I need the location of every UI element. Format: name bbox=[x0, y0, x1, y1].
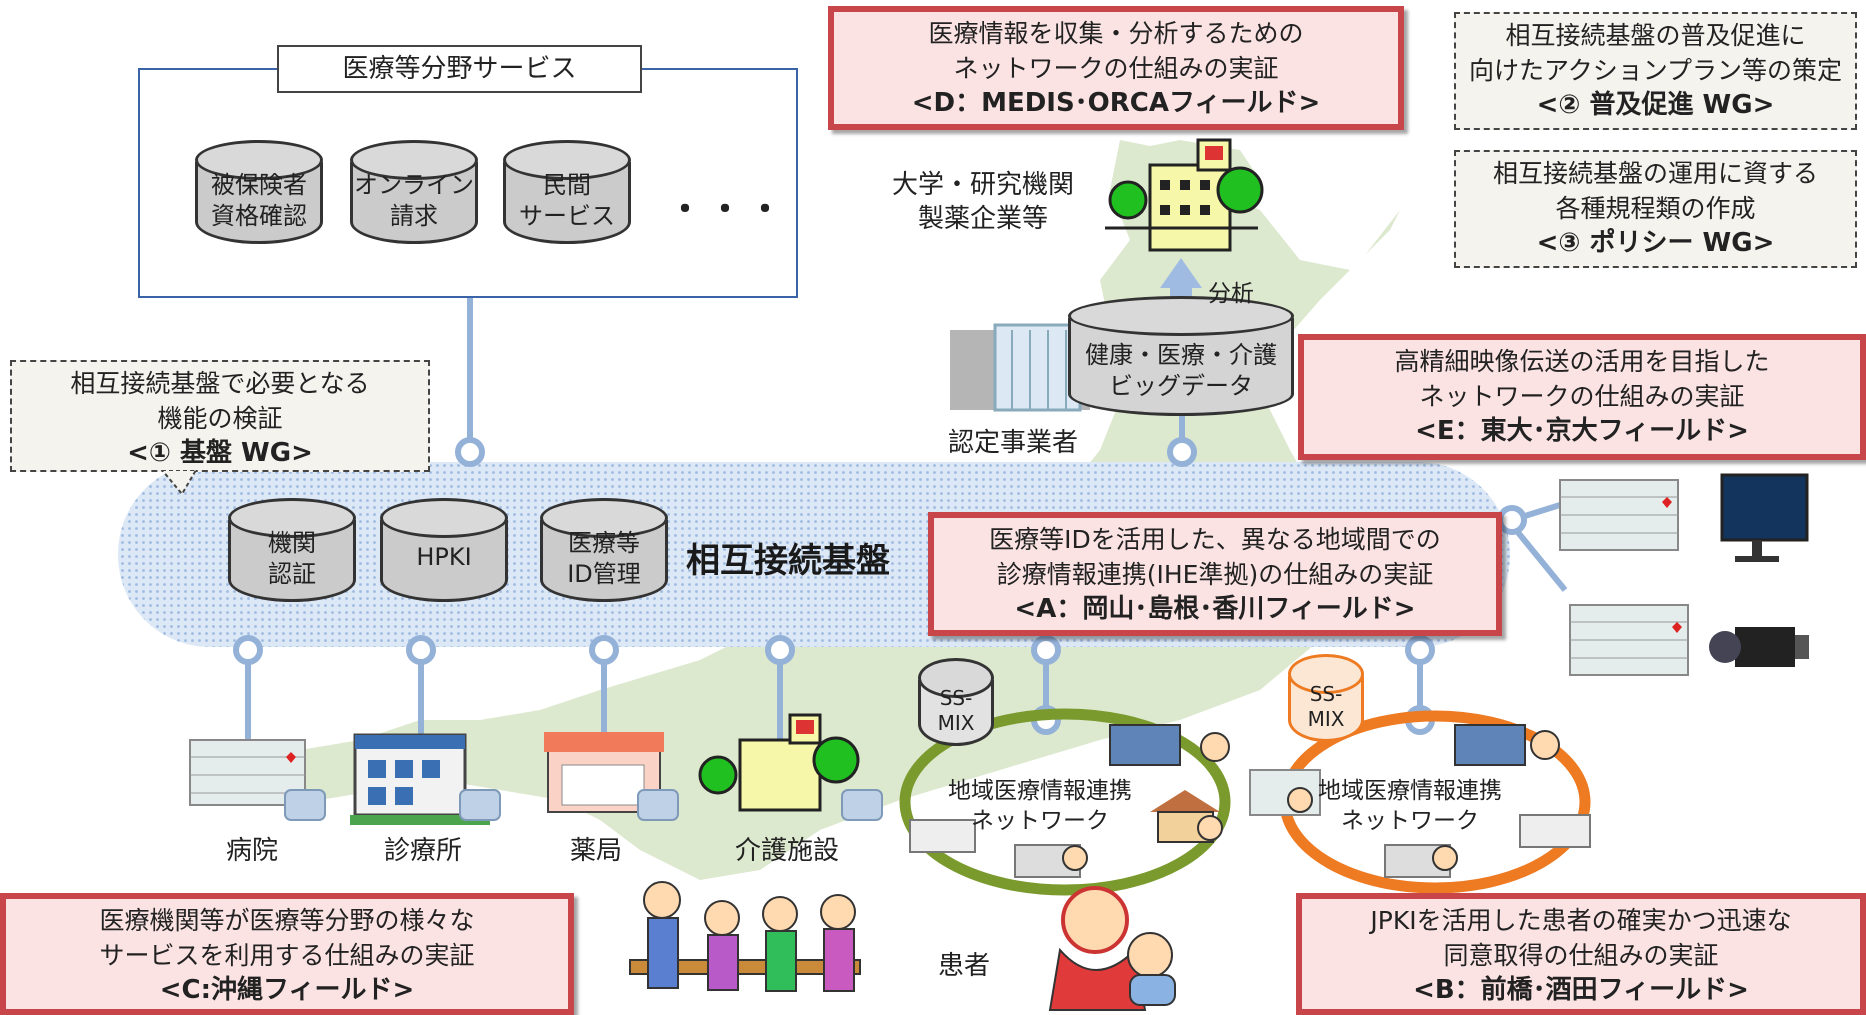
clinic-label: 診療所 bbox=[384, 836, 463, 866]
wg3-line1: 相互接続基盤の運用に資する bbox=[1492, 159, 1818, 188]
platform-db-org-auth: 機関 認証 bbox=[228, 498, 356, 602]
field-e-box: 高精細映像伝送の活用を目指した ネットワークの仕組みの実証 <E：東大･京大フィ… bbox=[1298, 334, 1866, 460]
field-b-tag: <B：前橋･酒田フィールド> bbox=[1413, 975, 1749, 1005]
wg2-box: 相互接続基盤の普及促進に 向けたアクションプラン等の策定 <② 普及促進 WG> bbox=[1454, 12, 1857, 130]
regional-right-line2: ネットワーク bbox=[1341, 808, 1479, 834]
pharmacy-icon bbox=[544, 732, 679, 821]
ssmix-right-line1: SS- bbox=[1309, 682, 1343, 706]
field-c-line1: 医療機関等が医療等分野の様々な bbox=[99, 906, 475, 935]
wg3-line2: 各種規程類の作成 bbox=[1555, 194, 1756, 223]
bigdata-line1: 健康・医療・介護 bbox=[1085, 341, 1277, 369]
hospital-server-icon-e2 bbox=[1569, 604, 1689, 676]
bigdata-line2: ビッグデータ bbox=[1109, 372, 1253, 400]
platform-db-id-line2: ID管理 bbox=[567, 560, 641, 588]
service-db-online-line2: 請求 bbox=[390, 202, 438, 230]
field-b-line2: 同意取得の仕組みの実証 bbox=[1443, 941, 1719, 970]
pharmacy-label: 薬局 bbox=[570, 836, 623, 866]
field-b-line1: JPKIを活用した患者の確実かつ迅速な bbox=[1370, 906, 1792, 935]
wg1-tag: <① 基盤 WG> bbox=[127, 438, 313, 468]
care-facility-label: 介護施設 bbox=[735, 836, 840, 866]
monitor-icon bbox=[1720, 473, 1809, 562]
field-a-line2: 診療情報連携(IHE準拠)の仕組みの実証 bbox=[996, 560, 1434, 589]
wg1-line2: 機能の検証 bbox=[157, 404, 283, 433]
regional-left-line2: ネットワーク bbox=[971, 808, 1109, 834]
service-db-private-line2: サービス bbox=[519, 202, 615, 230]
wg1-box: 相互接続基盤で必要となる 機能の検証 <① 基盤 WG> bbox=[10, 360, 430, 472]
field-c-tag: <C:沖縄フィールド> bbox=[159, 975, 415, 1005]
hospital-icon bbox=[189, 739, 326, 821]
field-a-box: 医療等IDを活用した、異なる地域間での 診療情報連携(IHE準拠)の仕組みの実証… bbox=[928, 512, 1502, 636]
wg2-tag: <② 普及促進 WG> bbox=[1536, 90, 1775, 120]
operator-label: 認定事業者 bbox=[948, 428, 1079, 458]
field-a-tag: <A：岡山･島根･香川フィールド> bbox=[1014, 594, 1416, 624]
research-line2: 製薬企業等 bbox=[918, 204, 1049, 234]
regional-left-label: 地域医療情報連携 ネットワーク bbox=[948, 776, 1132, 836]
care-facility-icon bbox=[698, 713, 883, 821]
ring-left-house-icons bbox=[909, 724, 1230, 878]
platform-db-id-mgmt: 医療等 ID管理 bbox=[540, 498, 668, 602]
regional-right-label: 地域医療情報連携 ネットワーク bbox=[1318, 776, 1502, 836]
platform-db-hpki: HPKI bbox=[380, 498, 508, 602]
wg3-tag: <③ ポリシー WG> bbox=[1536, 228, 1775, 258]
ssmix-right-line2: MIX bbox=[1307, 707, 1345, 731]
mother-child-icon bbox=[1048, 886, 1176, 1011]
field-d-tag: <D：MEDIS･ORCAフィールド> bbox=[911, 88, 1321, 118]
field-e-tag: <E：東大･京大フィールド> bbox=[1415, 416, 1749, 446]
field-d-box: 医療情報を収集・分析するための ネットワークの仕組みの実証 <D：MEDIS･O… bbox=[828, 6, 1404, 130]
field-d-line2: ネットワークの仕組みの実証 bbox=[953, 54, 1279, 83]
field-e-line1: 高精細映像伝送の活用を目指した bbox=[1394, 347, 1770, 376]
wg3-box: 相互接続基盤の運用に資する 各種規程類の作成 <③ ポリシー WG> bbox=[1454, 150, 1857, 268]
regional-ring-left bbox=[899, 708, 1231, 896]
clinic-icon bbox=[350, 733, 501, 825]
ssmix-left-db: SS- MIX bbox=[918, 658, 994, 746]
platform-db-org-auth-line2: 認証 bbox=[268, 560, 316, 588]
service-db-insurance-line1: 被保険者 bbox=[211, 171, 307, 199]
platform-db-hpki-label: HPKI bbox=[416, 543, 472, 571]
wg2-line2: 向けたアクションプラン等の策定 bbox=[1468, 56, 1842, 85]
service-db-insurance: 被保険者 資格確認 bbox=[195, 140, 323, 244]
data-center-building-icon bbox=[950, 323, 1090, 412]
ssmix-right-db: SS- MIX bbox=[1288, 654, 1364, 742]
regional-right-line1: 地域医療情報連携 bbox=[1318, 778, 1502, 804]
regional-left-line1: 地域医療情報連携 bbox=[948, 778, 1132, 804]
service-db-online-claims: オンライン 請求 bbox=[350, 140, 478, 244]
elderly-patients-icon bbox=[629, 881, 861, 992]
wg1-callout-tail bbox=[160, 470, 198, 496]
research-line1: 大学・研究機関 bbox=[892, 170, 1075, 200]
field-b-box: JPKIを活用した患者の確実かつ迅速な 同意取得の仕組みの実証 <B：前橋･酒田… bbox=[1296, 893, 1866, 1015]
hospital-label: 病院 bbox=[226, 836, 279, 866]
video-camera-icon bbox=[1709, 627, 1809, 667]
field-c-box: 医療機関等が医療等分野の様々な サービスを利用する仕組みの実証 <C:沖縄フィー… bbox=[0, 893, 574, 1015]
platform-title: 相互接続基盤 bbox=[686, 541, 890, 581]
ssmix-left-line1: SS- bbox=[939, 686, 973, 710]
platform-db-id-line1: 医療等 bbox=[568, 529, 640, 557]
field-d-line1: 医療情報を収集・分析するための bbox=[928, 19, 1304, 48]
platform-db-org-auth-line1: 機関 bbox=[268, 529, 316, 557]
services-panel-title: 医療等分野サービス bbox=[277, 45, 642, 93]
service-db-online-line1: オンライン bbox=[354, 171, 474, 199]
field-e-line2: ネットワークの仕組みの実証 bbox=[1419, 382, 1745, 411]
service-db-private-line1: 民間 bbox=[543, 171, 591, 199]
wg2-line1: 相互接続基盤の普及促進に bbox=[1505, 21, 1806, 50]
field-c-line2: サービスを利用する仕組みの実証 bbox=[99, 941, 475, 970]
ssmix-left-line2: MIX bbox=[937, 711, 975, 735]
patient-label: 患者 bbox=[938, 951, 991, 981]
research-label: 大学・研究機関 製薬企業等 bbox=[892, 168, 1074, 236]
bigdata-db: 健康・医療・介護 ビッグデータ bbox=[1068, 296, 1294, 416]
service-db-private: 民間 サービス bbox=[503, 140, 631, 244]
analysis-label: 分析 bbox=[1208, 281, 1254, 307]
research-building-icon bbox=[1105, 138, 1264, 252]
service-db-insurance-line2: 資格確認 bbox=[211, 202, 307, 230]
more-services-ellipsis: ・・・ bbox=[668, 190, 788, 230]
wg1-line1: 相互接続基盤で必要となる bbox=[70, 369, 370, 398]
field-a-line1: 医療等IDを活用した、異なる地域間での bbox=[989, 525, 1441, 554]
ring-right-house-icons bbox=[1249, 724, 1591, 878]
hospital-server-icon-e1 bbox=[1559, 479, 1679, 551]
